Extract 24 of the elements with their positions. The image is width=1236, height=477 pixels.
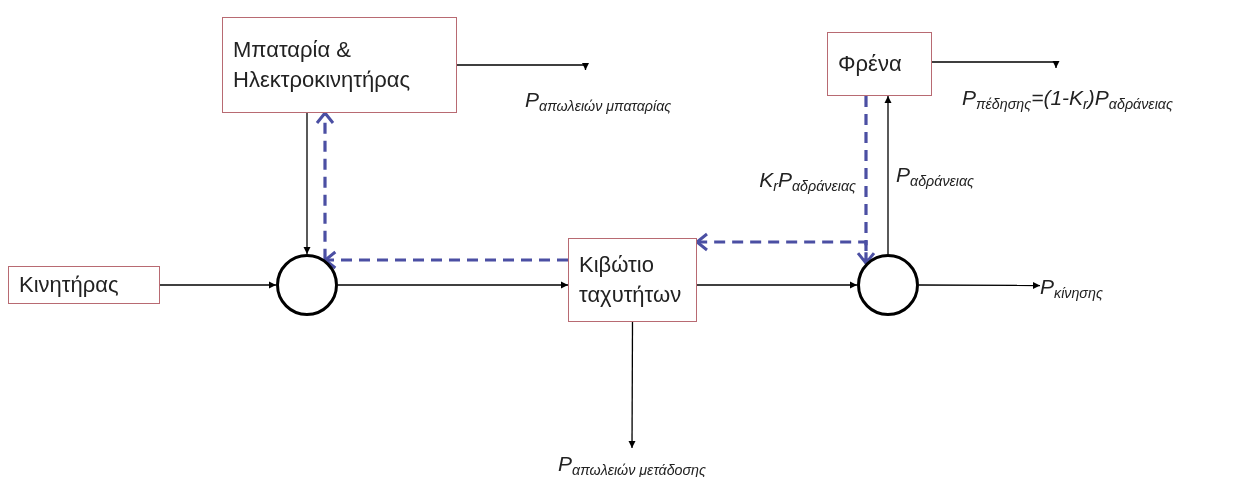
dashed-arrow	[315, 111, 335, 260]
box-label: Κινητήρας	[19, 271, 119, 300]
component-box	[827, 32, 932, 96]
arrow	[696, 281, 858, 289]
arrow	[931, 61, 1060, 69]
arrow	[884, 95, 892, 255]
power-label: P$_{απωλειών μετάδοσης}$	[494, 448, 770, 476]
dashed-arrow	[695, 232, 868, 264]
power-label: P$_{κίνησης}$	[1040, 272, 1170, 299]
component-box	[568, 238, 697, 322]
box-label: Φρένα	[838, 50, 902, 79]
arrow	[159, 281, 277, 289]
arrow	[918, 281, 1041, 289]
arrow	[456, 63, 589, 71]
box-label: Κιβώτιο ταχυτήτων	[579, 251, 683, 309]
dashed-arrow	[856, 96, 876, 265]
arrow	[337, 281, 569, 289]
arrow	[628, 321, 636, 449]
power-label: P$_{πέδησης}$=(1-K$_{r}$)P$_{αδράνειας}$	[962, 68, 1234, 110]
component-box	[222, 17, 457, 113]
component-box	[8, 266, 160, 304]
box-label: Μπαταρία & Ηλεκτροκινητήρας	[233, 36, 412, 94]
arrow	[303, 112, 311, 255]
power-label: P$_{απωλειών μπαταρίας}$	[525, 70, 752, 112]
